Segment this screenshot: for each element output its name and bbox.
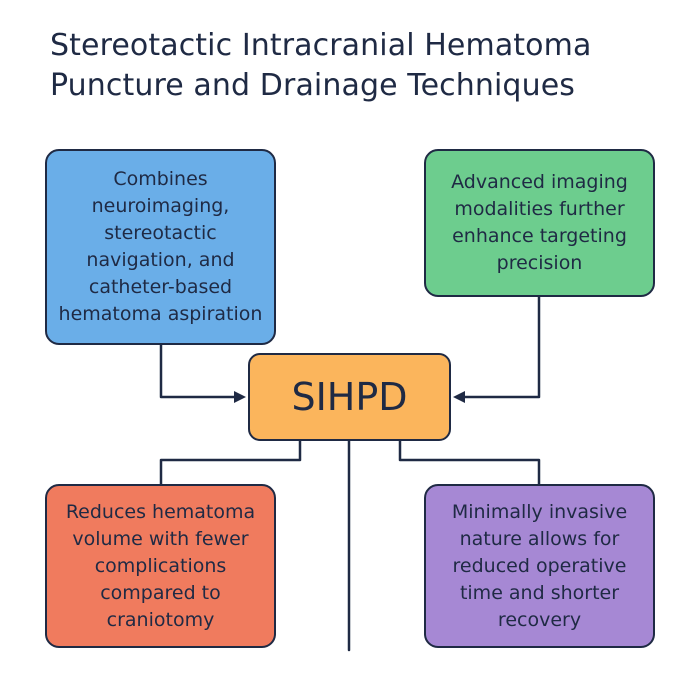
diagram-title: Stereotactic Intracranial Hematoma Punct… xyxy=(50,26,670,106)
node-top-left-text: Combines neuroimaging, stereotactic navi… xyxy=(58,168,263,325)
node-bottom-right-text: Minimally invasive nature allows for red… xyxy=(451,500,628,631)
title-line-2: Puncture and Drainage Techniques xyxy=(50,68,575,103)
node-top-right-text: Advanced imaging modalities further enha… xyxy=(451,171,628,274)
title-line-1: Stereotactic Intracranial Hematoma xyxy=(50,28,592,63)
node-bottom-right: Minimally invasive nature allows for red… xyxy=(424,484,655,648)
arrowhead-left xyxy=(234,391,246,403)
connector-center-to-bottom-right xyxy=(398,439,541,486)
node-center: SIHPD xyxy=(248,353,451,441)
arrowhead-right xyxy=(453,391,465,403)
connector-center-to-bottom-left xyxy=(159,439,302,486)
node-bottom-left: Reduces hematoma volume with fewer compl… xyxy=(45,484,276,648)
connector-top-left-to-center xyxy=(159,343,238,399)
node-bottom-left-text: Reduces hematoma volume with fewer compl… xyxy=(65,500,256,631)
connector-top-right-to-center xyxy=(461,295,541,399)
node-top-right: Advanced imaging modalities further enha… xyxy=(424,149,655,297)
node-center-label: SIHPD xyxy=(291,375,408,419)
node-top-left: Combines neuroimaging, stereotactic navi… xyxy=(45,149,276,345)
